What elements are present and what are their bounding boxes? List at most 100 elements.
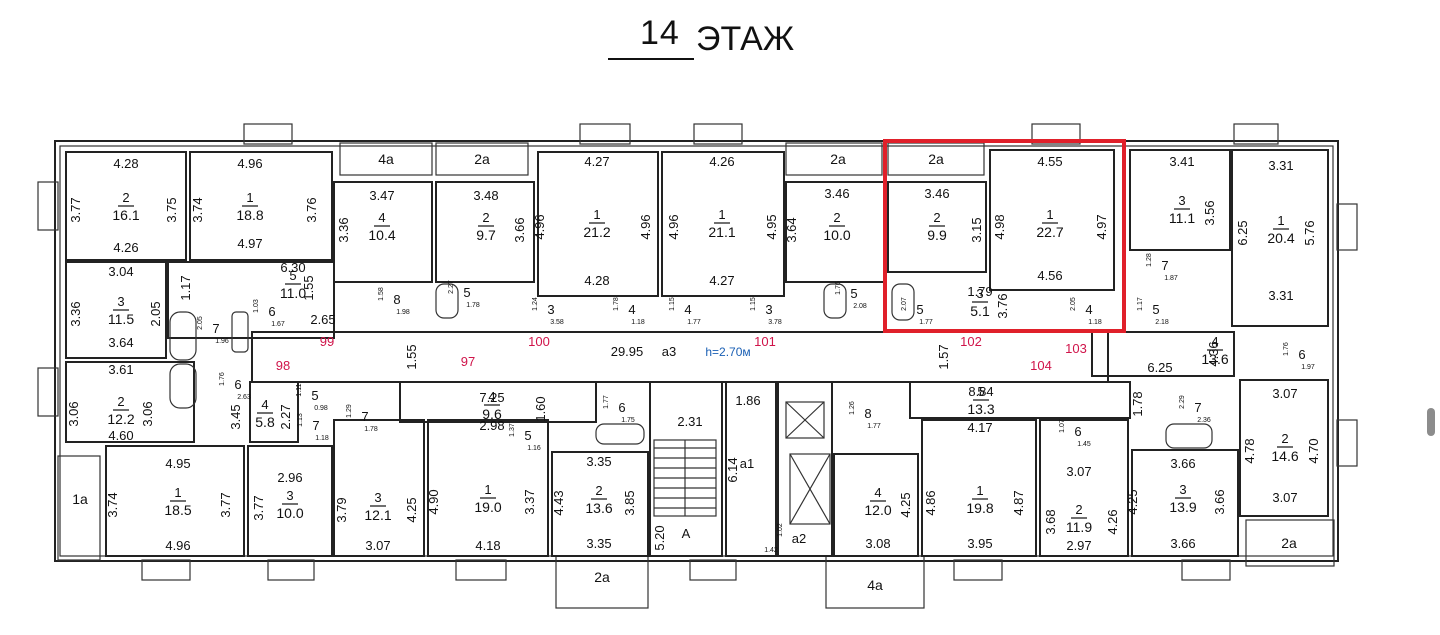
small-dim: 1.78 (364, 426, 378, 433)
dim-top: 4.27 (584, 154, 609, 169)
scrollbar[interactable] (1427, 408, 1435, 436)
small-room-type: 5 (311, 388, 318, 403)
dim-top: 4.26 (709, 154, 734, 169)
highlight-frame (883, 139, 1126, 333)
small-dim: 1.37 (509, 423, 516, 437)
small-room-type: 7 (212, 321, 219, 336)
shaft-label: а2 (792, 531, 806, 546)
small-dim: 2.08 (853, 303, 867, 310)
apartment-number: 104 (1030, 358, 1052, 373)
room-area: 13.3 (967, 401, 994, 417)
lift-width: 5.20 (652, 525, 667, 550)
dim-bottom: 3.31 (1268, 288, 1293, 303)
dim-bottom: 4.96 (165, 538, 190, 553)
dim-right: 4.25 (404, 497, 419, 522)
small-dim: 2.29 (1179, 395, 1186, 409)
small-dim: 1.07 (1059, 419, 1066, 433)
dim-left: 3.77 (68, 197, 83, 222)
dim-right: 4.97 (1094, 214, 1109, 239)
dim-left: 4.43 (551, 490, 566, 515)
dim-top: 4.17 (967, 420, 992, 435)
room-type: 1 (174, 485, 181, 500)
dim-right: 3.66 (512, 217, 527, 242)
room-area: 11.0 (280, 285, 306, 301)
dim-left: 4.96 (666, 214, 681, 239)
small-room-type: 4 (1085, 302, 1092, 317)
dim-right: 1.60 (533, 396, 548, 421)
dim-top: 3.35 (586, 454, 611, 469)
small-room-type: 5 (916, 302, 923, 317)
apartment-number: 97 (461, 354, 475, 369)
small-room-type: 6 (234, 377, 241, 392)
room-type: 4 (874, 485, 881, 500)
room-type: 1 (976, 483, 983, 498)
room-area: 20.4 (1267, 230, 1294, 246)
dim-bottom: 3.64 (108, 335, 133, 350)
small-dim: 1.16 (527, 445, 541, 452)
floor-number-underline (608, 58, 694, 60)
dim-bottom: 2.98 (479, 418, 504, 433)
small-room-type: 3 (765, 302, 772, 317)
dim-left: 4.78 (1242, 438, 1257, 463)
dim-right: 3.15 (969, 217, 984, 242)
floor-number: 14 (640, 14, 680, 52)
small-room-type: 8 (864, 406, 871, 421)
small-dim: 1.67 (271, 321, 285, 328)
dim-bottom: 3.08 (865, 536, 890, 551)
dim-right: 4.87 (1011, 490, 1026, 515)
room-type: 5 (977, 384, 984, 399)
small-dim: 1.76 (835, 281, 842, 295)
shaft-dim: 1.42 (764, 547, 778, 554)
small-room-type: 4 (628, 302, 635, 317)
stair-type: а1 (740, 456, 754, 471)
dim-left: 4.96 (532, 214, 547, 239)
room-type: 4 (261, 397, 268, 412)
dim-left: 3.64 (784, 217, 799, 242)
apartment-number: 102 (960, 334, 982, 349)
room-area: 9.9 (927, 227, 947, 243)
dim-top: 4.96 (237, 156, 262, 171)
dim-left: 3.36 (68, 301, 83, 326)
apartment-number: 98 (276, 358, 290, 373)
small-dim: 2.18 (1155, 319, 1169, 326)
balcony-label: 2а (830, 151, 846, 167)
room-area: 21.2 (583, 224, 610, 240)
dim-right: 4.25 (898, 492, 913, 517)
dim-left: 2.27 (278, 404, 293, 429)
small-dim: 1.15 (669, 297, 676, 311)
small-dim: 1.11 (296, 383, 303, 396)
dim-right: 3.85 (622, 490, 637, 515)
room-type: 1 (484, 482, 491, 497)
dim-top: 1.79 (967, 284, 992, 299)
small-dim: 1.26 (849, 401, 856, 415)
small-dim: 1.45 (1077, 441, 1091, 448)
small-dim: 2.05 (197, 316, 204, 330)
dim-right: 3.56 (1202, 200, 1217, 225)
dim-bottom: 3.95 (967, 536, 992, 551)
dim-right: 3.75 (164, 197, 179, 222)
dim-top: 3.47 (369, 188, 394, 203)
small-dim: 2.07 (901, 297, 908, 311)
stair-width: 2.31 (677, 414, 702, 429)
room-area: 9.6 (482, 406, 502, 422)
dim-bottom: 4.28 (584, 273, 609, 288)
corridor-width: 1.57 (936, 344, 951, 369)
room-type: 3 (286, 488, 293, 503)
small-dim: 1.24 (532, 297, 539, 311)
dim-top: 3.07 (1066, 464, 1091, 479)
dim-right: 4.96 (638, 214, 653, 239)
corridor-type: а3 (662, 344, 676, 359)
dim-left: 3.36 (336, 217, 351, 242)
dim-right: 3.66 (1212, 489, 1227, 514)
small-dim: 1.78 (466, 302, 480, 309)
dim-right: 5.76 (1302, 220, 1317, 245)
dim-bottom: 2.65 (310, 312, 335, 327)
room-area: 5.8 (255, 414, 275, 430)
dim-left: 3.79 (334, 497, 349, 522)
dim-top: 3.61 (108, 362, 133, 377)
small-room-type: 5 (1152, 302, 1159, 317)
dim-bottom: 3.35 (586, 536, 611, 551)
window-bays (37, 123, 1358, 581)
room-type: 3 (374, 490, 381, 505)
floor-word: ЭТАЖ (696, 20, 795, 58)
